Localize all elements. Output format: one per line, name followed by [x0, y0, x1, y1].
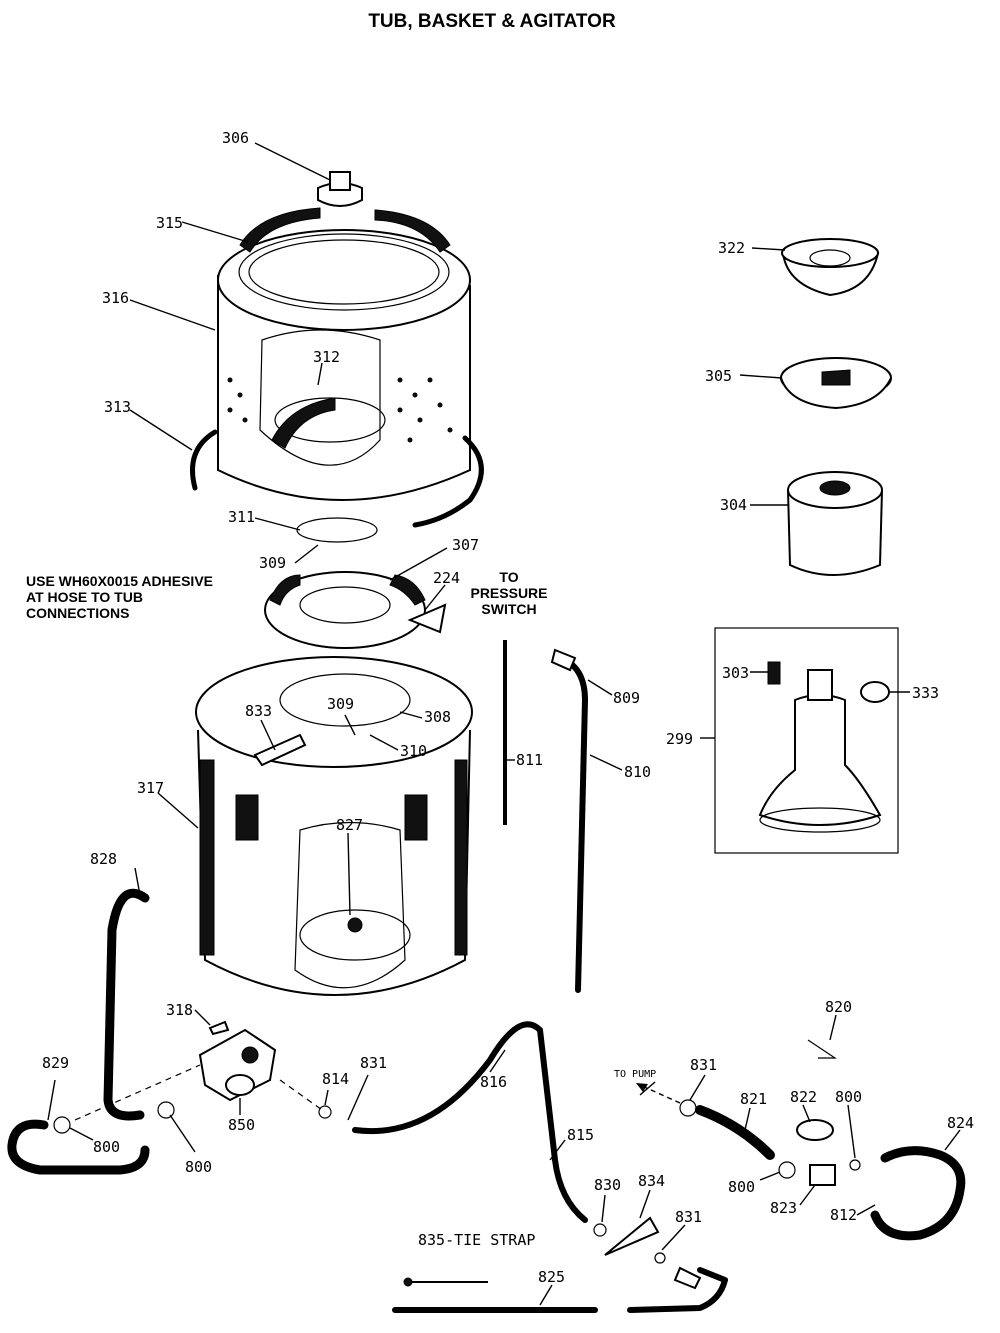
part-label-307: 307: [452, 536, 479, 554]
part-label-306: 306: [222, 129, 249, 147]
agitator-cap-322: [781, 238, 880, 297]
part-label-333: 333: [912, 684, 939, 702]
part-label-305: 305: [705, 367, 732, 385]
part-label-303: 303: [722, 664, 749, 682]
part-label-822: 822: [790, 1088, 817, 1106]
part-label-812: 812: [830, 1206, 857, 1224]
agitator-299: [758, 669, 882, 833]
part-label-834: 834: [638, 1172, 665, 1190]
basket-assembly: [217, 207, 471, 501]
part-label-800d: 800: [728, 1178, 755, 1196]
part-label-308: 308: [424, 708, 451, 726]
part-label-821: 821: [740, 1090, 767, 1108]
agitator-part-304: [787, 471, 883, 576]
part-label-309a: 309: [259, 554, 286, 572]
part-label-829: 829: [42, 1054, 69, 1072]
part-label-824: 824: [947, 1114, 974, 1132]
to-pump-label: TO PUMP: [614, 1069, 656, 1080]
part-label-224: 224: [433, 569, 460, 587]
part-label-310: 310: [400, 742, 427, 760]
tub-hub: [264, 571, 447, 649]
part-label-304: 304: [720, 496, 747, 514]
part-label-823: 823: [770, 1199, 797, 1217]
part-label-811: 811: [516, 751, 543, 769]
part-label-827: 827: [336, 816, 363, 834]
pump-assembly: [198, 1028, 277, 1102]
part-label-800c: 800: [835, 1088, 862, 1106]
svg-text:PRESSURE: PRESSURE: [470, 585, 547, 601]
part-label-828: 828: [90, 850, 117, 868]
part-label-315: 315: [156, 214, 183, 232]
part-label-820: 820: [825, 998, 852, 1016]
part-label-317: 317: [137, 779, 164, 797]
part-labels: 306 315 316 312 313 311 309 307 224 833 …: [42, 129, 974, 1286]
part-label-833: 833: [245, 702, 272, 720]
adhesive-note: USE WH60X0015 ADHESIVE AT HOSE TO TUB CO…: [26, 573, 213, 621]
svg-text:SWITCH: SWITCH: [481, 601, 536, 617]
part-label-830: 830: [594, 1176, 621, 1194]
leader-lines: [47, 142, 961, 1306]
part-label-800b: 800: [185, 1158, 212, 1176]
part-label-313: 313: [104, 398, 131, 416]
svg-text:AT HOSE TO TUB: AT HOSE TO TUB: [26, 589, 143, 605]
svg-text:CONNECTIONS: CONNECTIONS: [26, 605, 129, 621]
part-label-316: 316: [102, 289, 129, 307]
part-label-810: 810: [624, 763, 651, 781]
part-label-815: 815: [567, 1126, 594, 1144]
part-label-825: 825: [538, 1268, 565, 1286]
part-label-831a: 831: [360, 1054, 387, 1072]
part-label-299: 299: [666, 730, 693, 748]
part-label-831b: 831: [690, 1056, 717, 1074]
diagram-title: TUB, BASKET & AGITATOR: [368, 11, 616, 32]
part-label-814: 814: [322, 1070, 349, 1088]
part-label-312: 312: [313, 348, 340, 366]
pressure-switch-note: TO PRESSURE SWITCH: [470, 569, 547, 617]
outer-tub: [195, 656, 473, 996]
agitator-part-305: [780, 357, 892, 410]
part-label-800a: 800: [93, 1138, 120, 1156]
agitator-box-299: [714, 627, 899, 854]
svg-text:USE WH60X0015 ADHESIVE: USE WH60X0015 ADHESIVE: [26, 573, 213, 589]
part-label-831c: 831: [675, 1208, 702, 1226]
svg-text:TO: TO: [499, 569, 518, 585]
part-label-850: 850: [228, 1116, 255, 1134]
part-label-816: 816: [480, 1073, 507, 1091]
basket-perforations: [227, 377, 453, 443]
tie-strap-label: 835-TIE STRAP: [418, 1231, 535, 1249]
agitator-cap: [317, 171, 363, 207]
part-label-809: 809: [613, 689, 640, 707]
part-label-322: 322: [718, 239, 745, 257]
part-label-311: 311: [228, 508, 255, 526]
part-label-309b: 309: [327, 695, 354, 713]
part-label-318: 318: [166, 1001, 193, 1019]
